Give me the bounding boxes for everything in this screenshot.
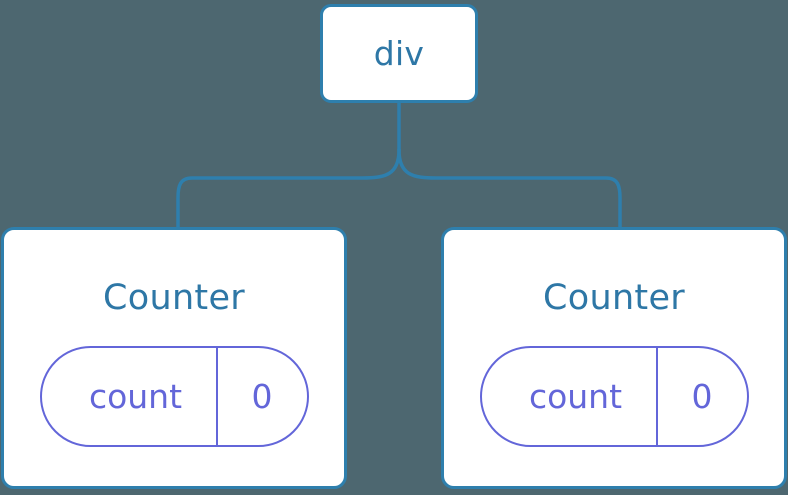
state-value-count-1: 0 (215, 348, 307, 445)
state-pill-counter-1[interactable]: count 0 (39, 346, 309, 447)
node-counter-1-label: Counter (103, 278, 245, 318)
connector-branch-left (176, 148, 401, 230)
node-div[interactable]: div (320, 4, 478, 103)
node-counter-1[interactable]: Counter count 0 (1, 227, 347, 489)
state-key-count-2: count (528, 377, 623, 416)
node-counter-2-label: Counter (543, 278, 685, 318)
state-pill-counter-2[interactable]: count 0 (479, 346, 749, 447)
connector-branch-right (397, 148, 622, 230)
state-key-count-1: count (88, 377, 183, 416)
state-value-count-2: 0 (655, 348, 747, 445)
node-counter-2[interactable]: Counter count 0 (441, 227, 787, 489)
node-div-label: div (373, 34, 425, 73)
